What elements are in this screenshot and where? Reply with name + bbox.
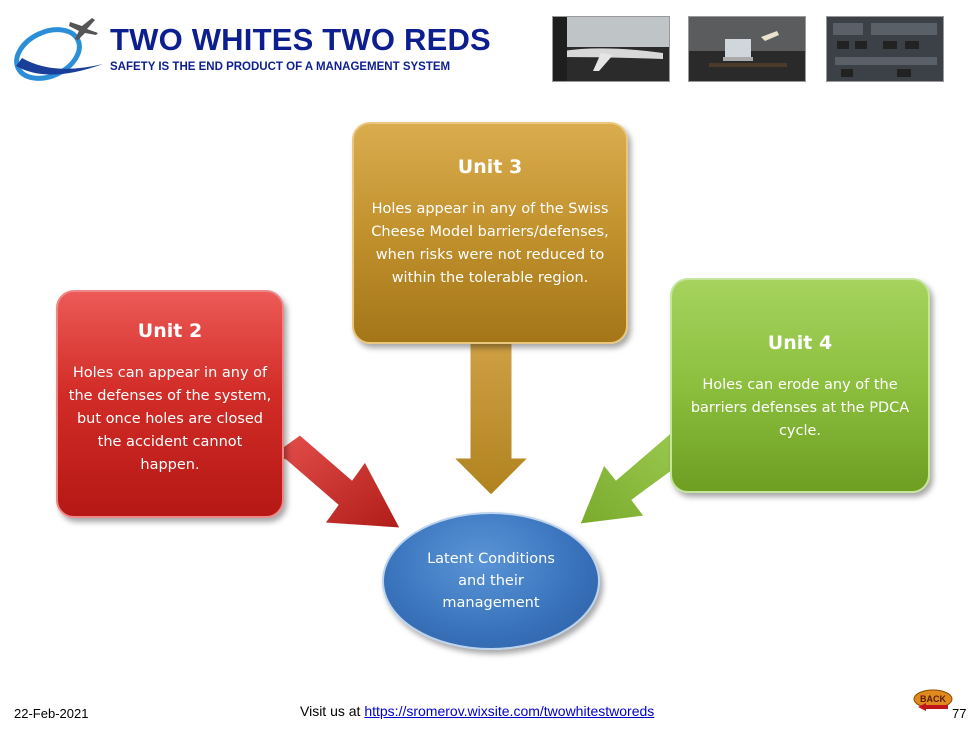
airplane-swoosh-logo-icon bbox=[14, 18, 103, 81]
back-arrow-icon: BACK bbox=[913, 689, 953, 711]
unit2-text: Holes can appear in any of the defenses … bbox=[68, 365, 272, 473]
unit4-text: Holes can erode any of the barriers defe… bbox=[690, 377, 910, 439]
visit-prefix: Visit us at bbox=[300, 703, 365, 719]
unit2-title: Unit 2 bbox=[137, 320, 203, 342]
airplane-at-gate-photo bbox=[552, 16, 670, 82]
latent-conditions-ellipse: Latent Conditions and their management bbox=[382, 512, 600, 650]
cockpit-panel-photo bbox=[826, 16, 944, 82]
back-button[interactable]: BACK bbox=[912, 688, 954, 714]
arrow-unit2-to-center bbox=[270, 434, 401, 529]
unit4-title: Unit 4 bbox=[767, 332, 833, 354]
unit3-title: Unit 3 bbox=[457, 156, 523, 178]
footer-date: 22-Feb-2021 bbox=[14, 706, 89, 721]
page-subtitle: SAFETY IS THE END PRODUCT OF A MANAGEMEN… bbox=[110, 61, 451, 73]
latent-conditions-text: Latent Conditions and their management bbox=[427, 551, 555, 611]
page-number: 77 bbox=[952, 706, 967, 721]
unit3-text: Holes appear in any of the Swiss Cheese … bbox=[371, 201, 609, 286]
footer-visit: Visit us at https://sromerov.wixsite.com… bbox=[300, 703, 654, 719]
logo bbox=[8, 14, 108, 84]
unit4-box: Unit 4 Holes can erode any of the barrie… bbox=[670, 278, 930, 493]
laptop-desk-photo bbox=[688, 16, 806, 82]
page-title: TWO WHITES TWO REDS bbox=[110, 22, 491, 57]
website-link[interactable]: https://sromerov.wixsite.com/twowhitestw… bbox=[364, 703, 655, 719]
arrow-unit3-to-center bbox=[452, 339, 530, 496]
back-label: BACK bbox=[920, 694, 946, 704]
unit2-box: Unit 2 Holes can appear in any of the de… bbox=[56, 290, 284, 518]
unit3-box: Unit 3 Holes appear in any of the Swiss … bbox=[352, 122, 628, 344]
